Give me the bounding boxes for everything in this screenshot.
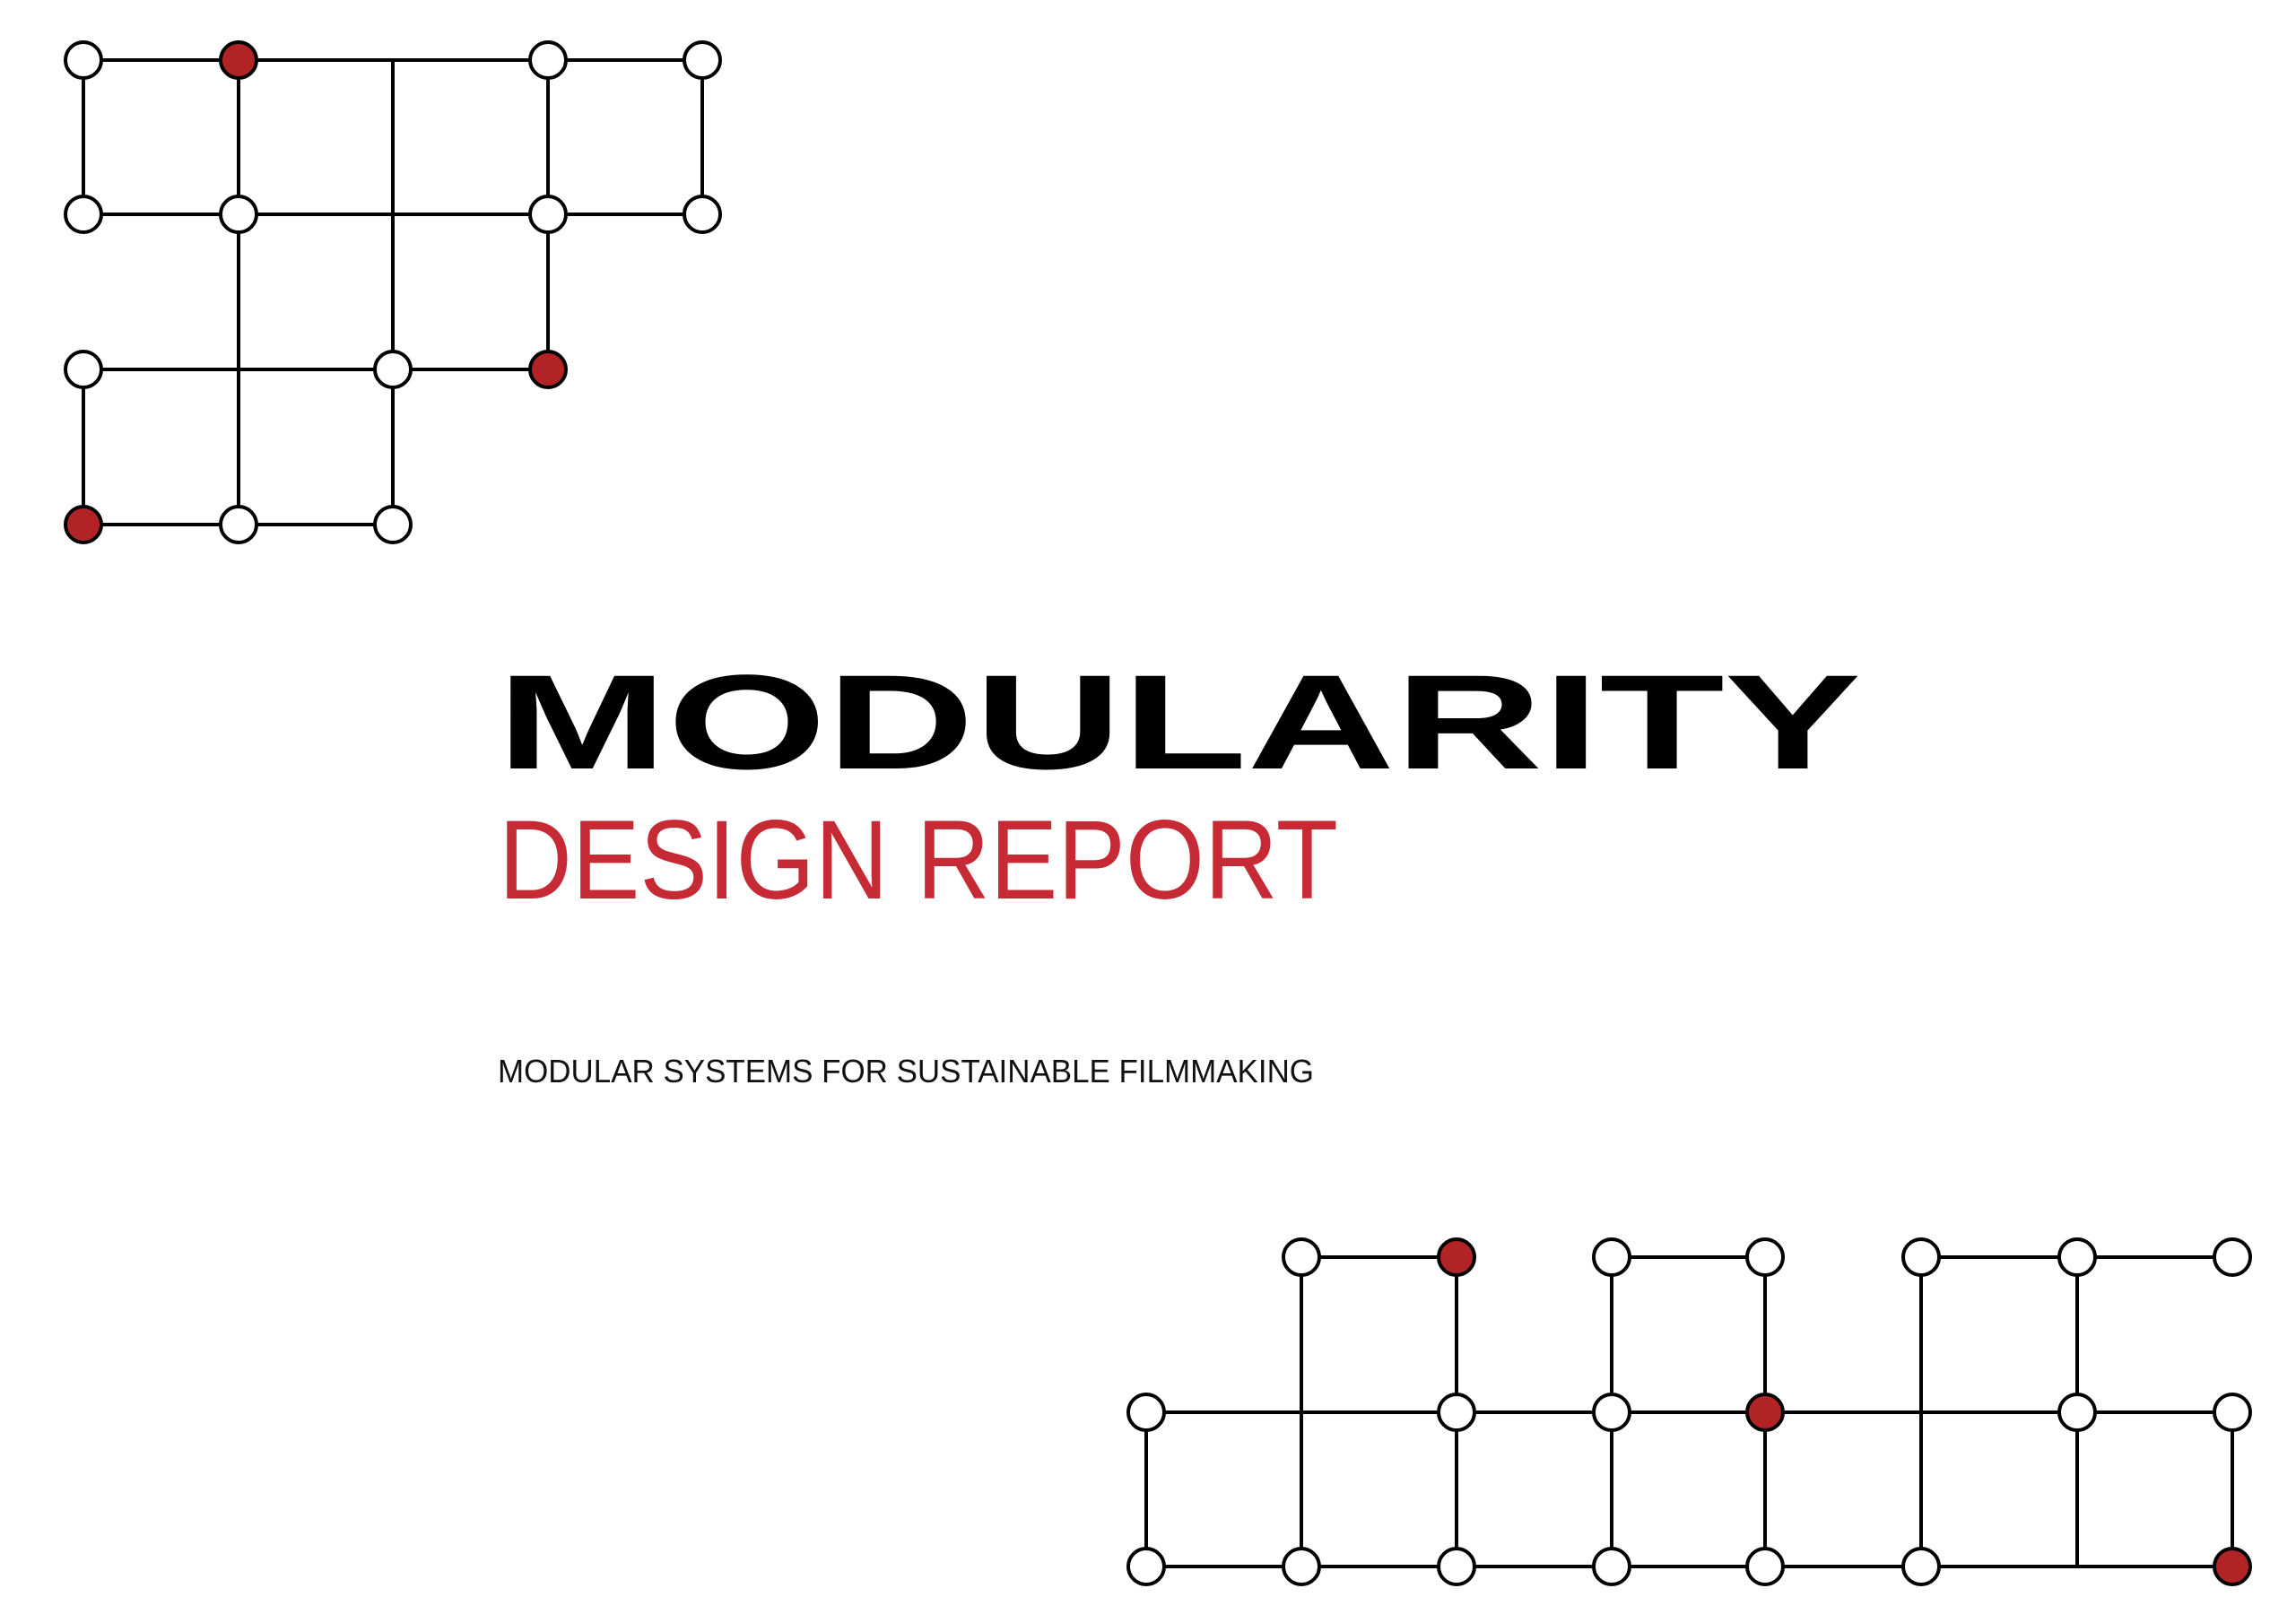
node-icon	[64, 350, 103, 389]
network-lines	[82, 58, 704, 526]
node-icon	[1592, 1237, 1631, 1277]
node-icon	[1901, 1237, 1941, 1277]
accent-node-icon	[1745, 1393, 1785, 1432]
accent-node-icon	[1437, 1237, 1476, 1277]
node-icon	[219, 195, 258, 234]
node-icon	[2213, 1393, 2252, 1432]
node-icon	[528, 195, 568, 234]
document-title: MODULARITY	[497, 647, 1861, 797]
node-icon	[1745, 1237, 1785, 1277]
network-nodes	[1126, 1237, 2252, 1586]
node-icon	[528, 40, 568, 80]
node-icon	[683, 40, 722, 80]
node-icon	[1282, 1237, 1321, 1277]
node-icon	[1901, 1547, 1941, 1586]
node-icon	[1437, 1547, 1476, 1586]
node-icon	[683, 195, 722, 234]
node-icon	[64, 40, 103, 80]
node-icon	[1592, 1393, 1631, 1432]
node-icon	[219, 505, 258, 544]
node-icon	[1282, 1547, 1321, 1586]
network-lines	[1144, 1255, 2234, 1568]
accent-node-icon	[64, 505, 103, 544]
node-icon	[1437, 1393, 1476, 1432]
node-icon	[2057, 1393, 2097, 1432]
node-icon	[2213, 1237, 2252, 1277]
document-subtitle: DESIGN REPORT	[499, 798, 1338, 923]
document-tagline: MODULAR SYSTEMS FOR SUSTAINABLE FILMMAKI…	[498, 1053, 1314, 1089]
network-graphic-top-left	[64, 40, 722, 544]
node-icon	[373, 350, 413, 389]
node-icon	[2057, 1237, 2097, 1277]
network-nodes	[64, 40, 722, 544]
network-graphic-bottom-right	[1126, 1237, 2252, 1586]
node-icon	[1592, 1547, 1631, 1586]
node-icon	[1126, 1393, 1166, 1432]
node-icon	[64, 195, 103, 234]
node-icon	[1126, 1547, 1166, 1586]
accent-node-icon	[219, 40, 258, 80]
accent-node-icon	[2213, 1547, 2252, 1586]
accent-node-icon	[528, 350, 568, 389]
node-icon	[373, 505, 413, 544]
node-icon	[1745, 1547, 1785, 1586]
